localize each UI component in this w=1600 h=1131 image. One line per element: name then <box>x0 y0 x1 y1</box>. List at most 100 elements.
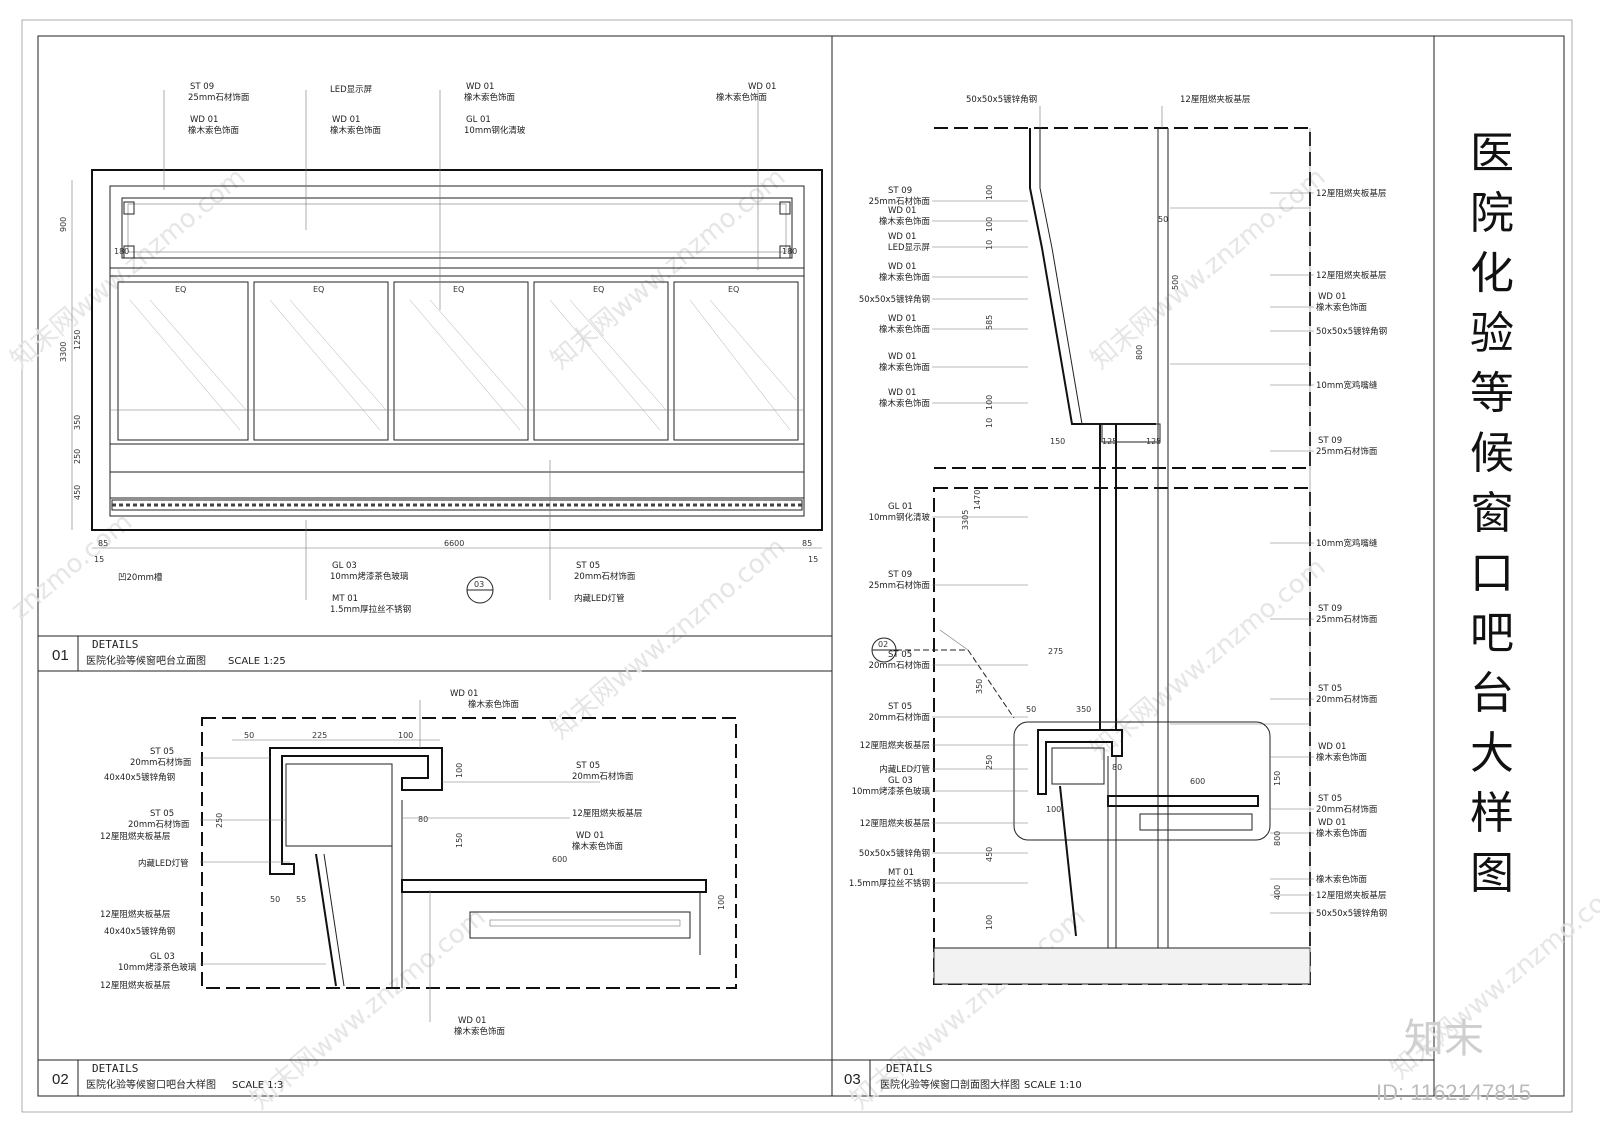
material-label: 25mm石材饰面 <box>869 580 931 591</box>
material-label: 橡木索色饰面 <box>1316 302 1368 313</box>
svg-text:EQ: EQ <box>593 285 604 294</box>
svg-text:WD 01: WD 01 <box>450 689 478 699</box>
material-label: 橡木索色饰面 <box>879 398 931 409</box>
led-display-section <box>1029 128 1156 425</box>
svg-text:100: 100 <box>717 895 726 910</box>
svg-text:275: 275 <box>1048 647 1063 656</box>
title-char: 大 <box>1470 728 1514 779</box>
svg-text:3305: 3305 <box>961 510 970 530</box>
svg-text:125: 125 <box>1146 437 1161 446</box>
panel-number: 01 <box>52 647 69 664</box>
watermark-logo: 知末 <box>1404 1016 1484 1062</box>
svg-text:MT 01: MT 01 <box>332 594 358 604</box>
watermark-text: 知末网www.znzmo.com <box>5 162 251 375</box>
svg-text:12厘阻燃夹板基层: 12厘阻燃夹板基层 <box>100 831 170 842</box>
svg-text:1.5mm厚拉丝不锈钢: 1.5mm厚拉丝不锈钢 <box>330 604 411 615</box>
material-label: 25mm石材饰面 <box>1316 614 1378 625</box>
panel-title: 医院化验等候窗口剖面图大样图 <box>880 1078 1020 1091</box>
material-label: 12厘阻燃夹板基层 <box>1316 188 1386 199</box>
svg-text:橡木索色饰面: 橡木索色饰面 <box>572 841 624 852</box>
inner-border <box>37 35 1565 1097</box>
svg-text:900: 900 <box>59 217 68 232</box>
panel-02-detail: 50 225 100 250 100 80 150 600 50 55 100 … <box>38 689 832 1096</box>
svg-text:450: 450 <box>985 847 994 862</box>
material-code: WD 01 <box>1318 742 1346 752</box>
material-label: 12厘阻燃夹板基层 <box>1316 890 1386 901</box>
material-label: LED显示屏 <box>888 243 931 253</box>
svg-text:ST 09: ST 09 <box>190 82 214 92</box>
svg-text:150: 150 <box>1050 437 1065 446</box>
svg-text:橡木索色饰面: 橡木索色饰面 <box>188 125 240 136</box>
svg-text:180: 180 <box>782 247 797 256</box>
svg-text:100: 100 <box>398 731 413 740</box>
material-code: ST 09 <box>1318 436 1342 446</box>
svg-text:橡木索色饰面: 橡木索色饰面 <box>468 699 520 710</box>
material-code: ST 09 <box>888 570 912 580</box>
material-label: 50x50x5镀锌角钢 <box>1316 908 1387 919</box>
svg-text:600: 600 <box>1190 777 1205 786</box>
material-label: 10mm烤漆茶色玻璃 <box>852 786 931 797</box>
panel-number: 02 <box>52 1071 69 1088</box>
svg-text:50x50x5镀锌角钢: 50x50x5镀锌角钢 <box>966 94 1037 105</box>
material-label: 20mm石材饰面 <box>869 712 931 723</box>
svg-text:100: 100 <box>1046 805 1061 814</box>
svg-text:橡木索色饰面: 橡木索色饰面 <box>454 1026 506 1037</box>
material-label: 橡木索色饰面 <box>1316 874 1368 885</box>
material-label: 橡木索色饰面 <box>879 362 931 373</box>
svg-text:LED显示屏: LED显示屏 <box>330 85 373 95</box>
svg-text:1470: 1470 <box>973 490 982 510</box>
svg-text:100: 100 <box>985 915 994 930</box>
svg-text:橡木索色饰面: 橡木索色饰面 <box>330 125 382 136</box>
material-code: ST 05 <box>1318 684 1342 694</box>
title-char: 候 <box>1470 428 1514 479</box>
material-label: 橡木索色饰面 <box>879 272 931 283</box>
svg-text:150: 150 <box>1273 771 1282 786</box>
svg-text:1250: 1250 <box>73 330 82 350</box>
panel-number: 03 <box>844 1071 861 1088</box>
panel-title: 医院化验等候窗吧台立面图 <box>86 654 206 667</box>
svg-text:50: 50 <box>244 731 254 740</box>
svg-text:800: 800 <box>1273 831 1282 846</box>
svg-text:600: 600 <box>552 855 567 864</box>
material-label: 10mm钢化清玻 <box>869 512 931 523</box>
svg-text:100: 100 <box>985 395 994 410</box>
svg-text:WD 01: WD 01 <box>332 115 360 125</box>
svg-text:85: 85 <box>802 539 812 548</box>
watermark-id: ID: 1162147815 <box>1376 1080 1531 1105</box>
title-char: 窗 <box>1470 488 1514 539</box>
material-label: 20mm石材饰面 <box>1316 694 1378 705</box>
svg-text:ST 05: ST 05 <box>576 561 600 571</box>
svg-text:55: 55 <box>296 895 306 904</box>
svg-text:03: 03 <box>474 580 484 589</box>
svg-text:ST 05: ST 05 <box>150 747 174 757</box>
elevation-outline <box>91 169 823 531</box>
material-label: 橡木索色饰面 <box>1316 752 1368 763</box>
title-char: 吧 <box>1470 608 1514 659</box>
panel-heading: DETAILS <box>92 1062 138 1075</box>
svg-text:凹20mm槽: 凹20mm槽 <box>118 572 163 583</box>
material-code: WD 01 <box>888 232 916 242</box>
svg-text:20mm石材饰面: 20mm石材饰面 <box>128 819 190 830</box>
material-code: WD 01 <box>888 206 916 216</box>
detail-bubble <box>1013 721 1271 841</box>
svg-text:40x40x5镀锌角钢: 40x40x5镀锌角钢 <box>104 772 175 783</box>
svg-text:WD 01: WD 01 <box>748 82 776 92</box>
material-code: ST 05 <box>888 650 912 660</box>
svg-text:内藏LED灯管: 内藏LED灯管 <box>138 858 189 869</box>
material-code: ST 05 <box>888 702 912 712</box>
title-char: 口 <box>1470 548 1514 599</box>
svg-text:50: 50 <box>270 895 280 904</box>
svg-text:100: 100 <box>985 185 994 200</box>
title-char: 样 <box>1470 788 1514 839</box>
svg-text:20mm石材饰面: 20mm石材饰面 <box>574 571 636 582</box>
svg-text:85: 85 <box>98 539 108 548</box>
svg-text:15: 15 <box>94 555 104 564</box>
svg-text:250: 250 <box>215 813 224 828</box>
detail-boundary <box>201 717 737 989</box>
svg-text:橡木索色饰面: 橡木索色饰面 <box>716 92 768 103</box>
title-char: 台 <box>1470 668 1514 719</box>
svg-text:40x40x5镀锌角钢: 40x40x5镀锌角钢 <box>104 926 175 937</box>
material-label: 25mm石材饰面 <box>1316 446 1378 457</box>
svg-text:EQ: EQ <box>313 285 324 294</box>
